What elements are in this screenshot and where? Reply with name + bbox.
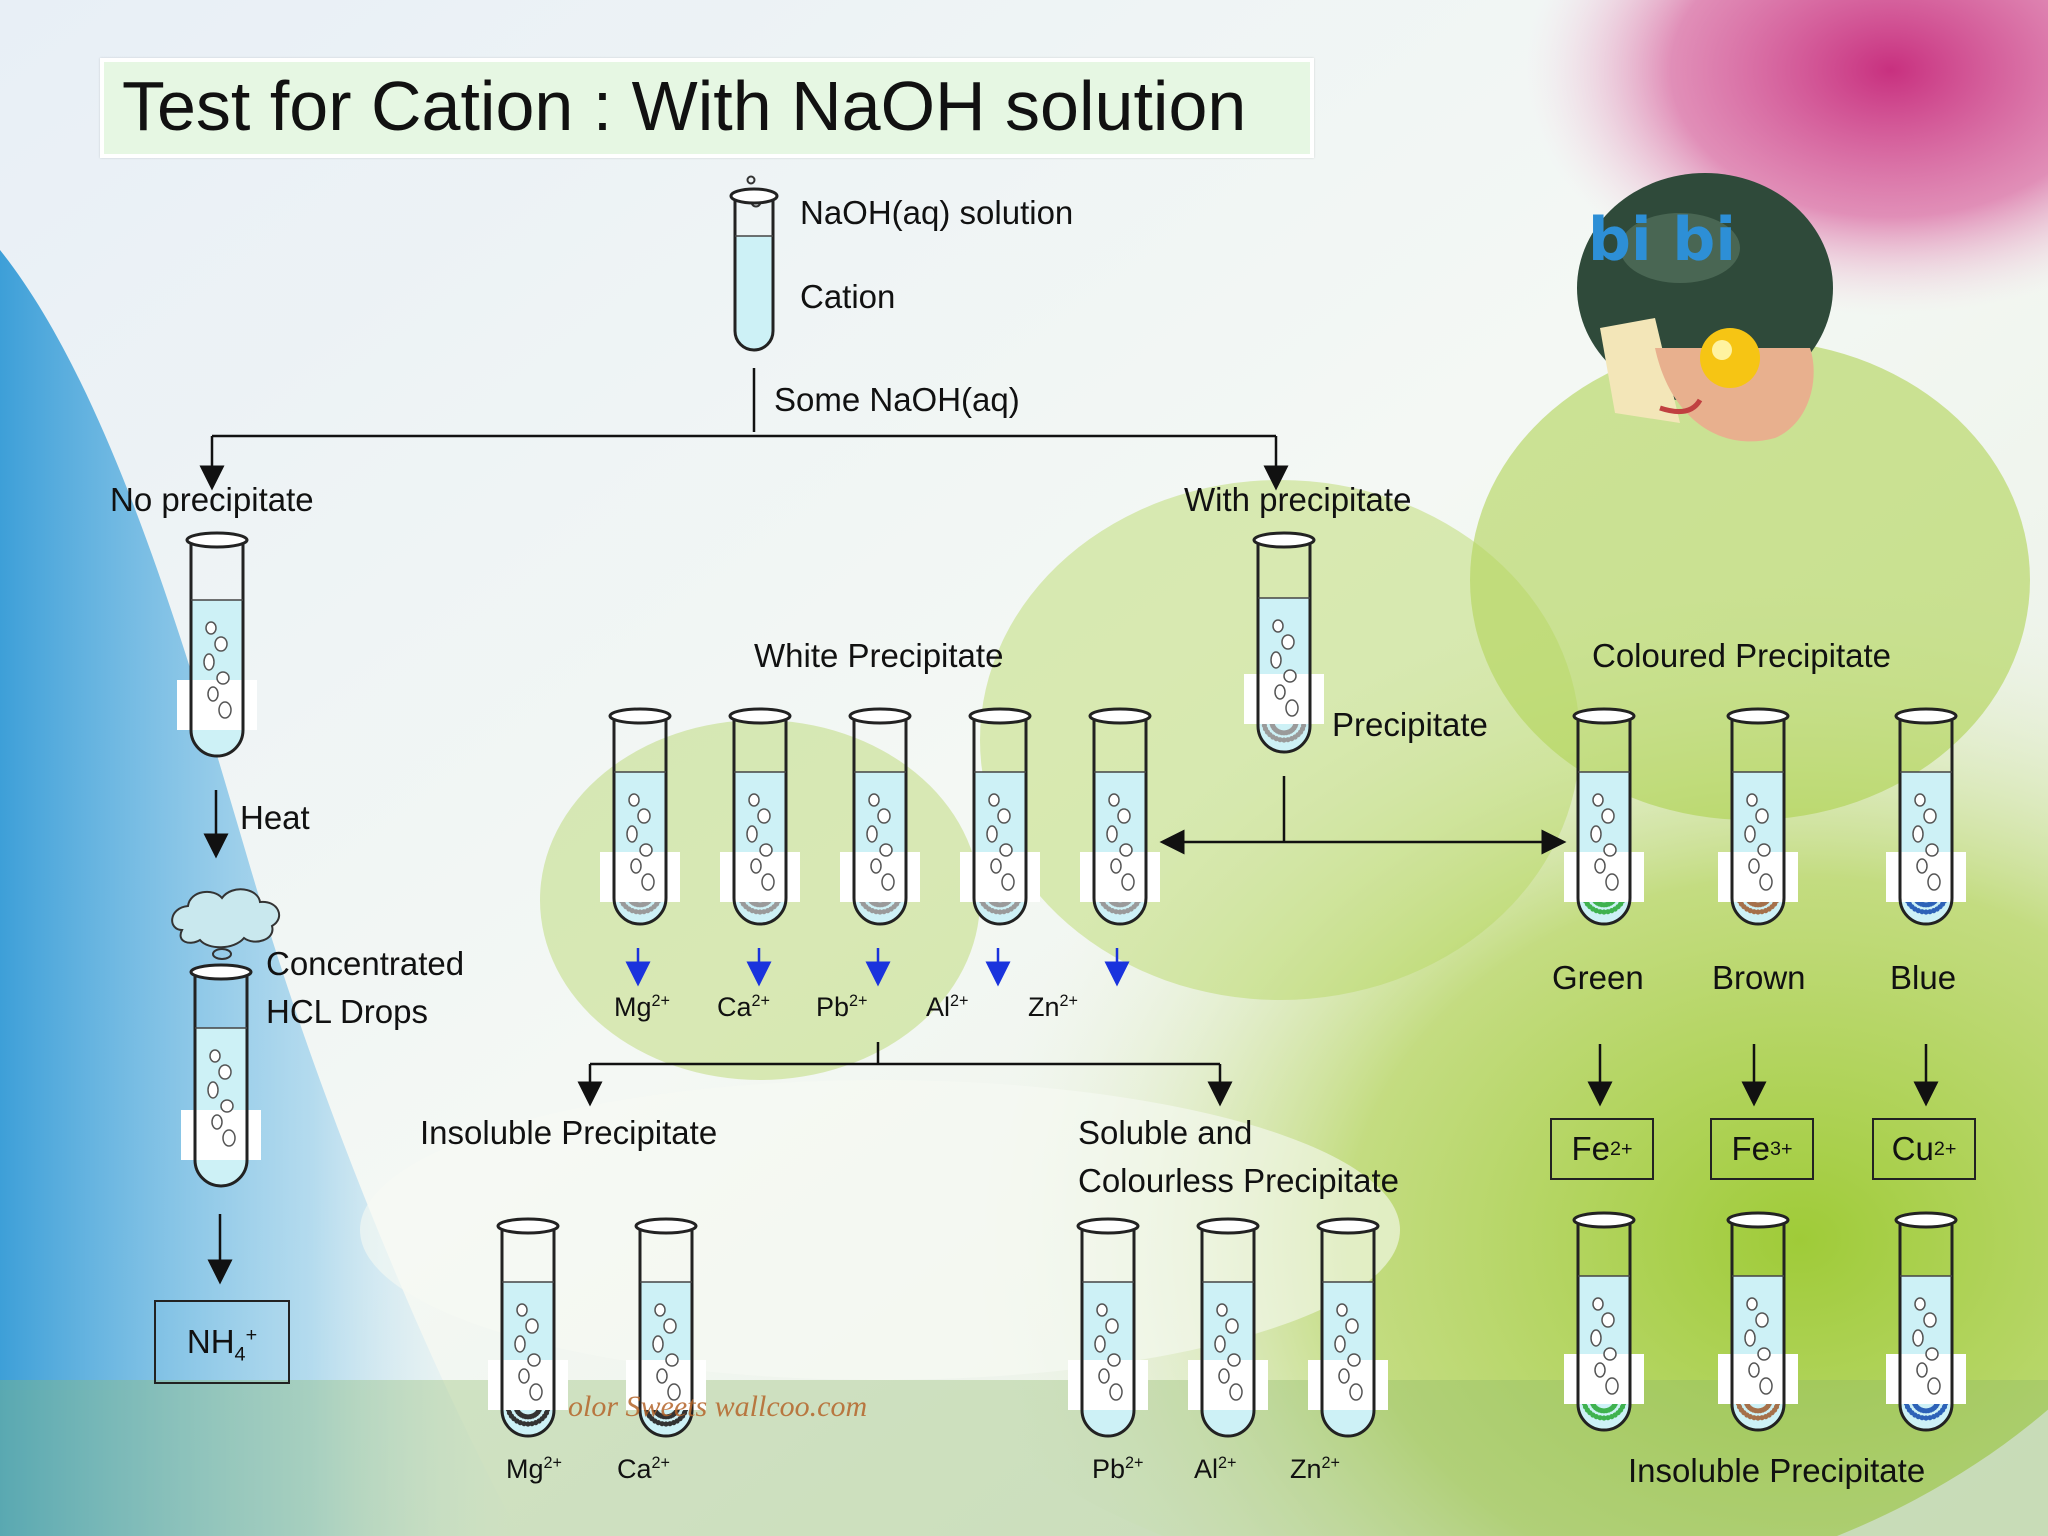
tube-coloured-insoluble-2 — [1886, 1211, 1966, 1432]
tube-soluble-2 — [1308, 1217, 1388, 1438]
hcl-label-line1: Concentrated — [266, 945, 465, 982]
tube-coloured-insoluble-1 — [1718, 1211, 1798, 1432]
soluble-ion-pb: Pb2+ — [1092, 1454, 1144, 1484]
colour-label-green: Green — [1552, 959, 1644, 996]
tube-no-precipitate — [177, 531, 257, 758]
tube-insoluble-1 — [626, 1217, 706, 1438]
insoluble-ion-ca: Ca2+ — [617, 1454, 670, 1484]
tube-top — [729, 187, 779, 352]
tube-white-0 — [600, 707, 680, 926]
nh4-result-box: NH4+ — [154, 1300, 290, 1384]
tube-white-4 — [1080, 707, 1160, 926]
watermark: olor Sweets wallcoo.com — [568, 1390, 868, 1423]
heat-label: Heat — [240, 799, 310, 836]
soluble-label-line1: Soluble and — [1078, 1114, 1253, 1151]
with-precipitate-label: With precipitate — [1184, 481, 1412, 518]
tube-coloured-0 — [1564, 707, 1644, 926]
soluble-ion-zn: Zn2+ — [1290, 1454, 1340, 1484]
soluble-ion-al: Al2+ — [1194, 1454, 1237, 1484]
tube-insoluble-0 — [488, 1217, 568, 1438]
white-ion-ca: Ca2+ — [717, 992, 770, 1022]
white-precipitate-label: White Precipitate — [754, 637, 1004, 674]
white-ion-mg: Mg2+ — [614, 992, 670, 1022]
gas-cloud-icon — [171, 888, 281, 949]
mascot-caption: bi bi — [1588, 205, 1736, 275]
white-ion-al: Al2+ — [926, 992, 969, 1022]
mascot-image — [1577, 173, 1833, 442]
coloured-insoluble-label: Insoluble Precipitate — [1628, 1452, 1926, 1489]
white-ion-pb: Pb2+ — [816, 992, 868, 1022]
tube-coloured-1 — [1718, 707, 1798, 926]
insoluble-ion-mg: Mg2+ — [506, 1454, 562, 1484]
white-ion-zn: Zn2+ — [1028, 992, 1078, 1022]
tube-white-3 — [960, 707, 1040, 926]
tube-white-2 — [840, 707, 920, 926]
tube-white-1 — [720, 707, 800, 926]
step-label: Some NaOH(aq) — [774, 381, 1020, 418]
title-box — [100, 58, 1314, 158]
tube-coloured-2 — [1886, 707, 1966, 926]
colour-label-brown: Brown — [1712, 959, 1806, 996]
soluble-label-line2: Colourless Precipitate — [1078, 1162, 1399, 1199]
tube-coloured-insoluble-0 — [1564, 1211, 1644, 1432]
page-title: Test for Cation : With NaOH solution — [122, 67, 1247, 145]
tube-soluble-0 — [1068, 1217, 1148, 1438]
nh4-result-label: NH4+ — [186, 1323, 258, 1366]
insoluble-precipitate-label: Insoluble Precipitate — [420, 1114, 718, 1151]
tube-hcl — [181, 963, 261, 1188]
tube-soluble-1 — [1188, 1217, 1268, 1438]
colour-label-blue: Blue — [1890, 959, 1957, 996]
precipitate-tube-label: Precipitate — [1332, 706, 1488, 743]
hcl-label-line2: HCL Drops — [266, 993, 428, 1030]
tube-with-precipitate — [1244, 531, 1324, 754]
coloured-precipitate-label: Coloured Precipitate — [1592, 637, 1891, 674]
no-precipitate-label: No precipitate — [110, 481, 314, 518]
cation-label: Cation — [800, 278, 896, 315]
naoh-label: NaOH(aq) solution — [800, 194, 1074, 231]
